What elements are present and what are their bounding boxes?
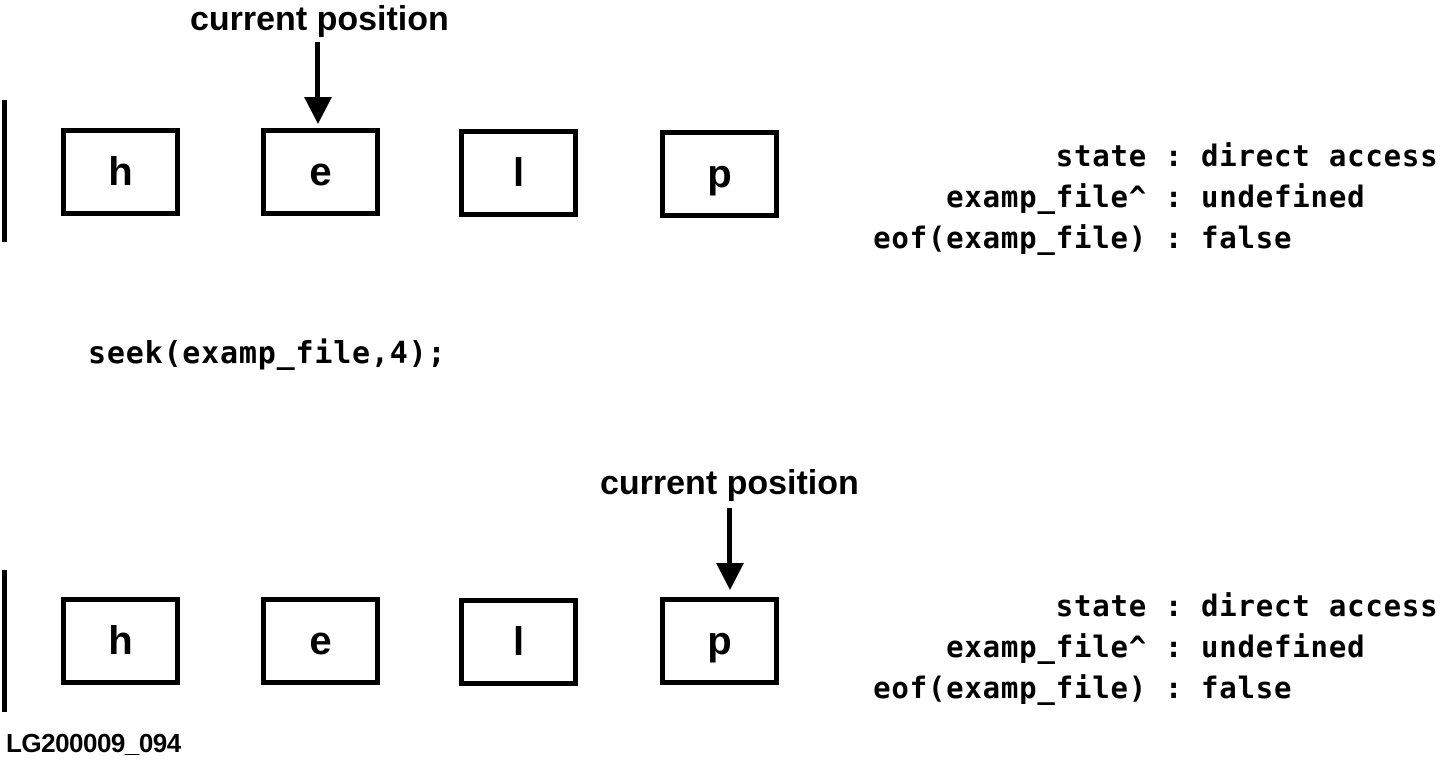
state-value: direct access (1201, 589, 1439, 623)
colon-separator: : (1164, 180, 1184, 214)
file-cell: l (459, 129, 578, 217)
state-value: undefined (1201, 180, 1366, 214)
state-row: examp_file^ : undefined (856, 177, 1446, 218)
state-block-bottom: state : direct access examp_file^ : unde… (856, 586, 1446, 709)
down-arrow-icon (304, 97, 332, 124)
state-row: examp_file^ : undefined (856, 627, 1446, 668)
state-row: state : direct access (856, 586, 1446, 627)
current-position-label-top: current position (190, 0, 449, 38)
down-arrow-icon (315, 42, 320, 100)
state-label: state (1055, 589, 1147, 623)
file-cell: h (61, 597, 180, 685)
colon-separator: : (1164, 139, 1184, 173)
state-label: examp_file^ (946, 180, 1147, 214)
state-row: eof(examp_file) : false (856, 218, 1446, 259)
file-cell: p (660, 597, 779, 685)
state-value: undefined (1201, 630, 1366, 664)
colon-separator: : (1164, 671, 1184, 705)
file-cell: l (459, 598, 578, 686)
colon-separator: : (1164, 589, 1184, 623)
figure-id-caption: LG200009_094 (6, 728, 181, 758)
state-value: direct access (1201, 139, 1439, 173)
file-cell: p (660, 130, 779, 218)
colon-separator: : (1164, 630, 1184, 664)
seek-code-line: seek(examp_file,4); (88, 336, 447, 371)
file-cell: h (61, 128, 180, 216)
state-row: eof(examp_file) : false (856, 668, 1446, 709)
state-label: eof(examp_file) (873, 221, 1147, 255)
current-position-label-bottom: current position (600, 464, 859, 502)
state-label: eof(examp_file) (873, 671, 1147, 705)
state-label: examp_file^ (946, 630, 1147, 664)
state-row: state : direct access (856, 136, 1446, 177)
file-cell: e (261, 597, 380, 685)
file-start-marker (2, 570, 7, 712)
down-arrow-icon (716, 563, 744, 590)
state-value: false (1201, 671, 1293, 705)
down-arrow-icon (727, 508, 732, 566)
state-block-top: state : direct access examp_file^ : unde… (856, 136, 1446, 259)
colon-separator: : (1164, 221, 1184, 255)
file-cell: e (261, 128, 380, 216)
state-label: state (1055, 139, 1147, 173)
state-value: false (1201, 221, 1293, 255)
file-start-marker (2, 100, 7, 242)
